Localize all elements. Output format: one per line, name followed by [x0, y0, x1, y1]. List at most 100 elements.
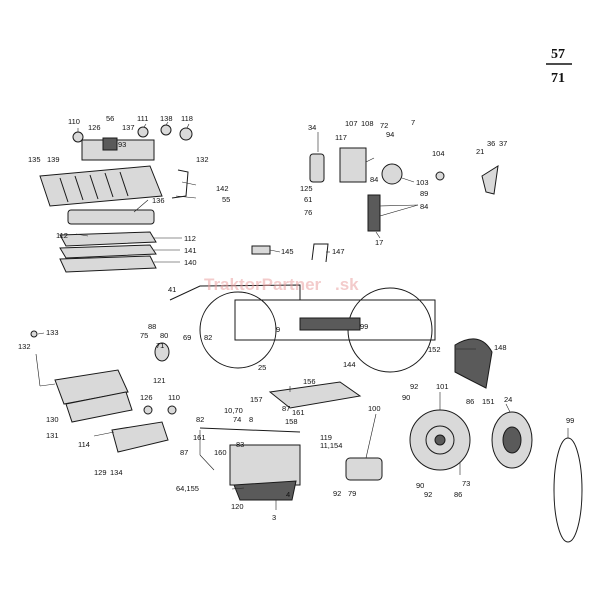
part-label: 34: [308, 123, 316, 132]
lamp-housing-130: [54, 369, 129, 405]
part-label: 135: [28, 155, 41, 164]
part-label: 64,155: [176, 484, 199, 493]
part-label: 89: [420, 189, 428, 198]
part-label: 137: [122, 123, 135, 132]
part-label: 21: [476, 147, 484, 156]
part-label: 145: [281, 247, 294, 256]
tractor-body: [234, 299, 436, 341]
watermark-domain: .sk: [335, 275, 359, 294]
part-label: 80: [160, 331, 168, 340]
part-label: 129: [94, 468, 107, 477]
front-wheel: [199, 291, 277, 369]
part-label: 158: [285, 417, 298, 426]
part-label: 132: [18, 342, 31, 351]
watermark-brand: TraktorPartner: [204, 275, 322, 294]
part-label: 4: [286, 490, 290, 499]
part-label: 133: [46, 328, 59, 337]
part-label: 112: [184, 234, 196, 243]
part-label: 161: [193, 433, 206, 442]
part-label: 99: [566, 416, 574, 425]
page-number-bottom: 71: [551, 71, 565, 86]
part-label: 142: [216, 184, 229, 193]
part-label: 17: [375, 238, 383, 247]
part-label: 41: [168, 285, 176, 294]
cover-148: [454, 338, 493, 389]
fan-belt-99: [553, 437, 583, 543]
part-label: 148: [494, 343, 507, 352]
starter-100: [345, 457, 383, 481]
instrument-panel-assembly: [39, 124, 329, 273]
switch-118: [179, 127, 193, 141]
part-label: 61: [304, 195, 312, 204]
part-label: 82: [196, 415, 204, 424]
part-label: 92: [410, 382, 418, 391]
part-label: 111: [137, 114, 148, 123]
plate-17: [367, 194, 381, 232]
warning-light-111: [137, 126, 149, 138]
part-label: 82: [204, 333, 212, 342]
part-label: 56: [106, 114, 114, 123]
generator-assembly: [409, 409, 583, 543]
tractor-hood: [169, 284, 301, 301]
watermark: TraktorPartner .sk: [204, 275, 359, 294]
plate-141: [59, 244, 157, 259]
cable-119: [199, 427, 301, 433]
tractor-silhouette: [154, 284, 493, 389]
part-label: 87: [180, 448, 188, 457]
plate-140: [59, 255, 157, 273]
panel-housing-135: [39, 165, 163, 207]
part-label: 161: [292, 408, 305, 417]
part-label: 110: [68, 117, 80, 126]
part-label: 131: [46, 431, 59, 440]
battery-120: [229, 444, 301, 486]
condenser-34: [309, 153, 325, 183]
part-label: 9: [276, 325, 280, 334]
part-label: 84: [370, 175, 378, 184]
part-label: 88: [148, 322, 156, 331]
bracket-147: [311, 243, 329, 263]
part-label: 7: [411, 118, 415, 127]
part-label: 156: [303, 377, 316, 386]
part-label: 87: [282, 404, 290, 413]
part-label: 120: [231, 502, 244, 511]
part-label: 118: [181, 114, 193, 123]
battery-144: [299, 317, 361, 331]
part-number-labels: 110 126 56 137 93 111 138 118 135 139 13…: [18, 114, 574, 522]
trim-136: [67, 209, 155, 225]
tail-lamp-assembly: [30, 330, 177, 453]
part-label: 114: [78, 440, 90, 449]
part-label: 125: [300, 184, 313, 193]
part-label: 151: [482, 397, 495, 406]
part-label: 71: [156, 341, 164, 350]
part-label: 36: [487, 139, 495, 148]
switch-103: [381, 163, 403, 185]
part-label: 90: [416, 481, 424, 490]
clip-104: [435, 171, 445, 181]
tray-4: [233, 480, 297, 501]
clip-145: [251, 245, 271, 255]
part-label: 152: [428, 345, 441, 354]
generator-shaft: [434, 434, 446, 446]
part-label: 160: [214, 448, 227, 457]
part-label: 138: [160, 114, 173, 123]
part-label: 108: [361, 119, 374, 128]
part-label: 73: [462, 479, 470, 488]
frame-156: [268, 381, 362, 409]
reflector-121: [154, 342, 170, 362]
part-label: 92: [333, 489, 341, 498]
part-label: 93: [118, 140, 126, 149]
bracket-142: [171, 169, 189, 199]
part-label: 55: [222, 195, 230, 204]
bulb-126: [143, 405, 153, 415]
part-label: 74: [233, 415, 241, 424]
part-label: 140: [184, 258, 197, 267]
generator-rotor: [425, 425, 455, 455]
leader-lines: [35, 121, 569, 510]
part-label: 103: [416, 178, 429, 187]
part-label: 126: [140, 393, 153, 402]
lamp-body: [65, 391, 133, 423]
part-label: 69: [183, 333, 191, 342]
screw-132: [30, 330, 38, 338]
part-label: 134: [110, 468, 123, 477]
